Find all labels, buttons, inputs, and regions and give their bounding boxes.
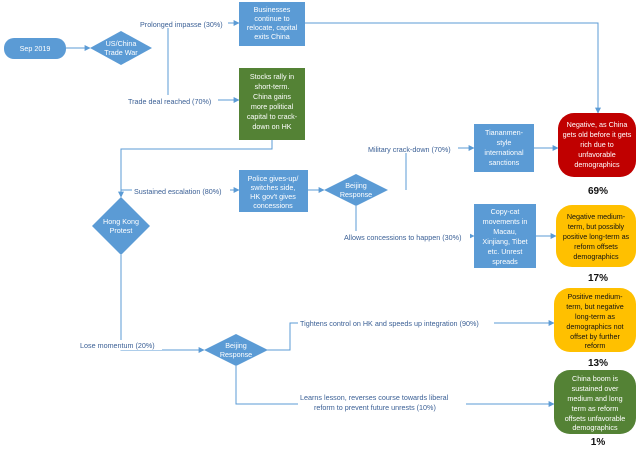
police-line1: Police gives-up/ bbox=[248, 174, 299, 183]
outcome4-line6: demographics bbox=[572, 423, 618, 432]
outcome3-line6: reform bbox=[585, 341, 606, 350]
hk-protest-line2: Protest bbox=[110, 226, 133, 235]
outcome2-percent: 17% bbox=[588, 273, 608, 284]
label-concessions: Allows concessions to happen (30%) bbox=[344, 233, 461, 242]
outcome3-line2: term, but negative bbox=[566, 302, 624, 311]
stocks-line1: Stocks rally in bbox=[250, 72, 294, 81]
police-node: Police gives-up/ switches side, HK gov't… bbox=[239, 170, 308, 212]
outcome3-line5: offset by further bbox=[570, 332, 620, 341]
beijing1-line2: Response bbox=[340, 190, 372, 199]
start-label: Sep 2019 bbox=[20, 44, 51, 53]
businesses-line1: Businesses bbox=[254, 5, 291, 14]
outcome2-line5: demographics bbox=[573, 252, 619, 261]
outcome1-line5: demographics bbox=[574, 160, 620, 169]
businesses-line2: continue to bbox=[254, 14, 289, 23]
outcome4-percent: 1% bbox=[591, 437, 606, 448]
tiananmen-line4: sanctions bbox=[489, 158, 520, 167]
outcome2-line4: reform offsets bbox=[574, 242, 618, 251]
tiananmen-line2: style bbox=[497, 138, 512, 147]
label-crackdown: Military crack-down (70%) bbox=[368, 145, 451, 154]
stocks-line4: more political bbox=[251, 102, 294, 111]
outcome4-line2: sustained over bbox=[572, 384, 619, 393]
stocks-node: Stocks rally in short-term. China gains … bbox=[239, 68, 305, 140]
police-line2: switches side, bbox=[251, 183, 296, 192]
outcome1-line3: rich due to bbox=[580, 140, 614, 149]
beijing1-line1: Beijing bbox=[345, 181, 367, 190]
edge-crackdown bbox=[405, 145, 475, 190]
outcome4-line3: medium and long bbox=[567, 394, 622, 403]
label-trade-deal: Trade deal reached (70%) bbox=[128, 97, 211, 106]
edge-labels: Prolonged impasse (30%) Trade deal reach… bbox=[78, 18, 494, 412]
businesses-line4: exits China bbox=[254, 32, 290, 41]
tiananmen-line3: international bbox=[484, 148, 524, 157]
stocks-line3: China gains bbox=[253, 92, 291, 101]
outcome1-line4: unfavorable bbox=[578, 150, 616, 159]
outcome4-line1: China boom is bbox=[572, 374, 618, 383]
outcome3-line3: long-term as bbox=[575, 312, 615, 321]
outcome1-line1: Negative, as China bbox=[567, 120, 628, 129]
tiananmen-node: Tiananmen- style international sanctions bbox=[474, 124, 534, 172]
businesses-line3: relocate, capital bbox=[247, 23, 298, 32]
outcome-positive-medium: Positive medium- term, but negative long… bbox=[554, 288, 636, 369]
outcome-negative: Negative, as China gets old before it ge… bbox=[558, 113, 636, 197]
stocks-line6: down on HK bbox=[252, 122, 291, 131]
outcome3-percent: 13% bbox=[588, 358, 608, 369]
outcome3-line4: demographics not bbox=[566, 322, 623, 331]
trade-war-decision: US/China Trade War bbox=[90, 31, 152, 65]
stocks-line2: short-term. bbox=[255, 82, 290, 91]
outcome2-line2: term, but possibly bbox=[568, 222, 625, 231]
copycat-line1: Copy-cat bbox=[491, 207, 520, 216]
label-lose-momentum: Lose momentum (20%) bbox=[80, 341, 155, 350]
label-escalation: Sustained escalation (80%) bbox=[134, 187, 222, 196]
copycat-line3: Macau, bbox=[493, 227, 517, 236]
label-learns-line1: Learns lesson, reverses course towards l… bbox=[300, 393, 449, 402]
outcome-positive: China boom is sustained over medium and … bbox=[554, 370, 636, 448]
beijing-response-decision-2: Beijing Response bbox=[204, 334, 268, 366]
outcome2-line3: positive long-term as bbox=[563, 232, 630, 241]
edge-stocks-to-hk bbox=[118, 140, 273, 198]
hong-kong-protest-decision: Hong Kong Protest bbox=[92, 197, 150, 255]
label-learns-line2: reform to prevent future unrests (10%) bbox=[314, 403, 436, 412]
label-tightens: Tightens control on HK and speeds up int… bbox=[300, 319, 479, 328]
hk-protest-line1: Hong Kong bbox=[103, 217, 139, 226]
outcome-negative-medium: Negative medium- term, but possibly posi… bbox=[556, 205, 636, 284]
outcome3-line1: Positive medium- bbox=[567, 292, 623, 301]
copycat-line5: etc. Unrest bbox=[488, 247, 523, 256]
label-impasse: Prolonged impasse (30%) bbox=[140, 20, 223, 29]
tiananmen-line1: Tiananmen- bbox=[485, 128, 524, 137]
outcome4-line4: term as reform bbox=[572, 404, 619, 413]
edge-lose-momentum bbox=[120, 255, 205, 353]
police-line4: concessions bbox=[253, 201, 293, 210]
outcome1-percent: 69% bbox=[588, 186, 608, 197]
outcome1-line2: gets old before it gets bbox=[563, 130, 632, 139]
edge-trade-deal bbox=[167, 48, 240, 103]
businesses-node: Businesses continue to relocate, capital… bbox=[239, 2, 305, 46]
police-line3: HK gov't gives bbox=[250, 192, 296, 201]
trade-war-line1: US/China bbox=[106, 39, 137, 48]
outcome4-line5: offsets unfavorable bbox=[565, 414, 626, 423]
beijing-response-decision-1: Beijing Response bbox=[324, 174, 388, 206]
beijing2-line1: Beijing bbox=[225, 341, 247, 350]
outcome2-line1: Negative medium- bbox=[567, 212, 626, 221]
copycat-line6: spreads bbox=[492, 257, 518, 266]
edge-businesses-to-negative bbox=[305, 22, 601, 114]
start-node: Sep 2019 bbox=[4, 38, 66, 59]
copycat-node: Copy-cat movements in Macau, Xinjiang, T… bbox=[474, 204, 536, 268]
stocks-line5: capital to crack- bbox=[247, 112, 298, 121]
copycat-line4: Xinjiang, Tibet bbox=[482, 237, 527, 246]
beijing2-line2: Response bbox=[220, 350, 252, 359]
copycat-line2: movements in bbox=[483, 217, 528, 226]
trade-war-line2: Trade War bbox=[104, 48, 138, 57]
